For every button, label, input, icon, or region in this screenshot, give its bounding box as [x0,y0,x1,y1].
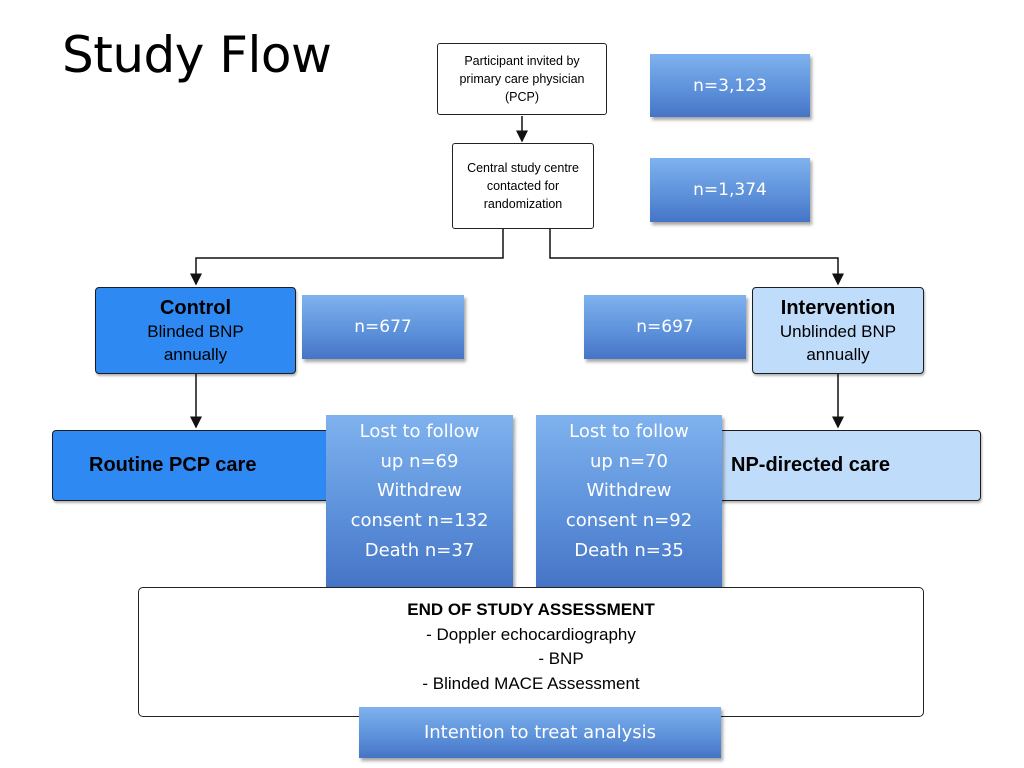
page-title: Study Flow [62,26,332,84]
np-care-label: NP-directed care [731,454,890,476]
assessment-item: - BNP [538,649,584,669]
control-loss-line: Withdrew [376,480,463,502]
randomized-count: n=1,374 [693,180,767,200]
itt-analysis-box: Intention to treat analysis [359,707,721,758]
control-loss-line: consent n=132 [350,510,489,532]
control-losses-box: Lost to follow up n=69 Withdrew consent … [326,415,513,587]
intervention-arm-box: Intervention Unblinded BNP annually [752,287,924,374]
control-loss-line: Death n=37 [364,539,475,561]
intervention-description: Unblinded BNP annually [779,322,897,364]
intervention-loss-line: up n=70 [590,450,668,472]
control-loss-line: up n=69 [380,450,459,472]
intervention-losses-box: Lost to follow up n=70 Withdrew consent … [536,415,722,587]
participant-invited-text: Participant invited by primary care phys… [459,53,585,105]
invited-count-box: n=3,123 [650,54,810,117]
routine-care-label: Routine PCP care [89,454,257,476]
intervention-loss-line: Death n=35 [574,539,684,561]
arrow-central-to-control [190,229,504,286]
intervention-loss-line: Lost to follow [569,421,689,442]
intervention-heading: Intervention [780,297,896,320]
randomized-count-box: n=1,374 [650,158,810,222]
np-care-box: NP-directed care [712,430,981,501]
participant-invited-box: Participant invited by primary care phys… [437,43,607,115]
control-description: Blinded BNP annually [147,322,244,364]
routine-care-box: Routine PCP care [52,430,334,501]
intervention-loss-line: Withdrew [586,480,672,502]
end-of-study-heading: END OF STUDY ASSESSMENT [407,600,655,619]
control-loss-line: Lost to follow [359,421,480,442]
control-count-box: n=677 [302,295,464,359]
invited-count: n=3,123 [693,75,767,96]
arrow-central-to-intervention [549,229,844,286]
intervention-loss-line: consent n=92 [565,510,693,532]
end-of-study-box: END OF STUDY ASSESSMENT - Doppler echoca… [138,587,924,717]
control-arm-box: Control Blinded BNP annually [95,287,296,374]
itt-analysis-label: Intention to treat analysis [423,722,657,743]
assessment-item: - Doppler echocardiography [426,624,636,644]
assessment-item: - Blinded MACE Assessment [422,673,640,693]
intervention-count: n=697 [636,317,694,337]
central-centre-text: Central study centre contacted for rando… [467,160,579,212]
intervention-count-box: n=697 [584,295,746,359]
control-count: n=677 [354,317,412,337]
central-centre-box: Central study centre contacted for rando… [452,143,594,229]
control-heading: Control [159,297,232,320]
